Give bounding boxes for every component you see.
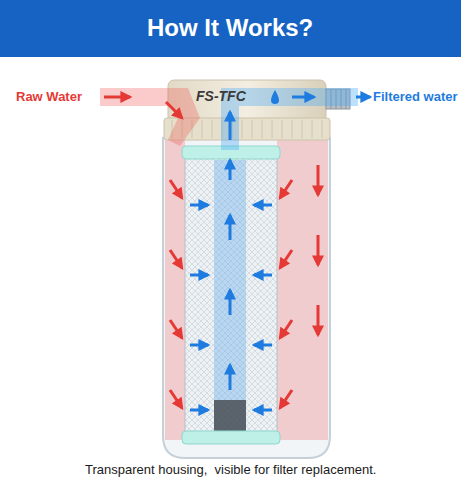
raw-water-zone [165, 140, 185, 440]
title: How It Works? [147, 14, 313, 42]
caption: Transparent housing, visible for filter … [85, 463, 376, 478]
filtered-water-arrows [190, 97, 370, 410]
title-banner [0, 0, 461, 57]
center-core [214, 160, 246, 430]
outlet-label: Filtered water [373, 90, 458, 105]
brand-label: FS-TFC [196, 88, 246, 104]
bottom-cap [182, 431, 280, 444]
water-drop [271, 90, 279, 104]
filter-cartridge [185, 155, 277, 435]
clear-housing [163, 138, 330, 458]
raw-water-zone [277, 140, 328, 440]
raw-water-arrows [104, 97, 318, 408]
inlet-label: Raw Water [16, 90, 82, 105]
core-bottom [214, 400, 246, 432]
raw-water-stream [100, 88, 200, 146]
